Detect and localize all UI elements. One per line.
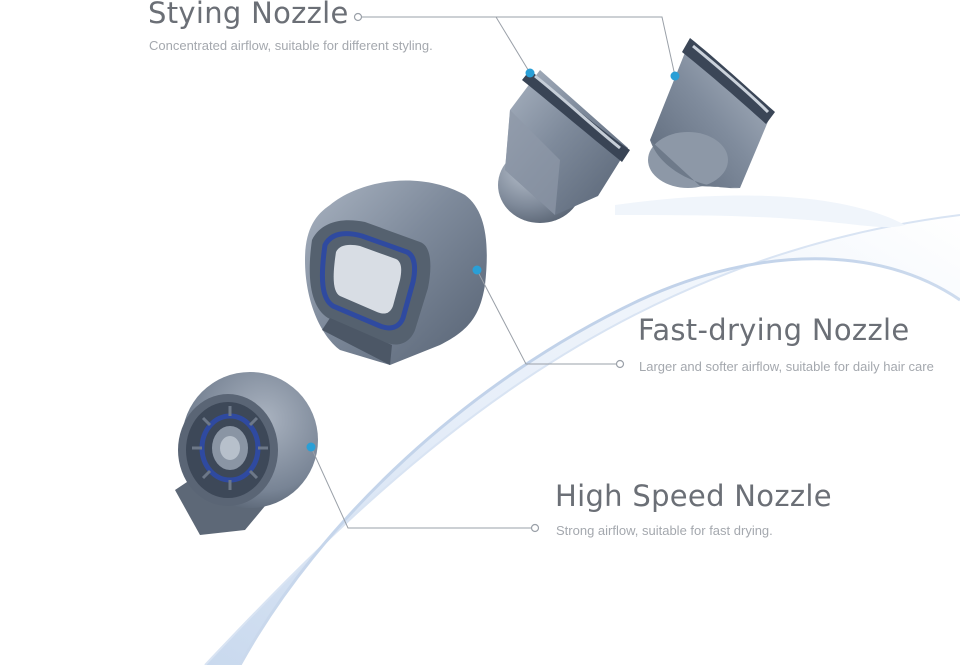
ribbon-graphic [204,195,960,665]
fast-drying-nozzle-description: Larger and softer airflow, suitable for … [639,359,934,374]
leader-line-styling [358,16,676,77]
anchor-dot-speed [306,442,316,452]
label-ring-speed [530,523,540,533]
styling-nozzle-title: Stying Nozzle [148,0,349,30]
high-speed-nozzle-description: Strong airflow, suitable for fast drying… [556,523,773,538]
leader-lines [310,16,676,529]
anchor-dot-styling-2 [670,71,680,81]
leader-line-speed [310,446,535,529]
styling-nozzle-image [498,70,630,223]
fast-drying-nozzle-title: Fast-drying Nozzle [638,313,910,347]
high-speed-nozzle-image [175,372,318,535]
label-ring-fast [615,359,625,369]
anchor-dots [306,12,680,533]
label-ring-styling [353,12,363,22]
styling-nozzle-image-2 [648,38,775,189]
leader-line-styling-2 [495,16,531,74]
styling-nozzle-description: Concentrated airflow, suitable for diffe… [149,38,433,53]
leader-line-fast [476,269,620,365]
high-speed-nozzle-title: High Speed Nozzle [555,479,832,513]
anchor-dot-fast [472,265,482,275]
anchor-dot-styling-1 [525,68,535,78]
fast-drying-nozzle-image [305,180,487,365]
